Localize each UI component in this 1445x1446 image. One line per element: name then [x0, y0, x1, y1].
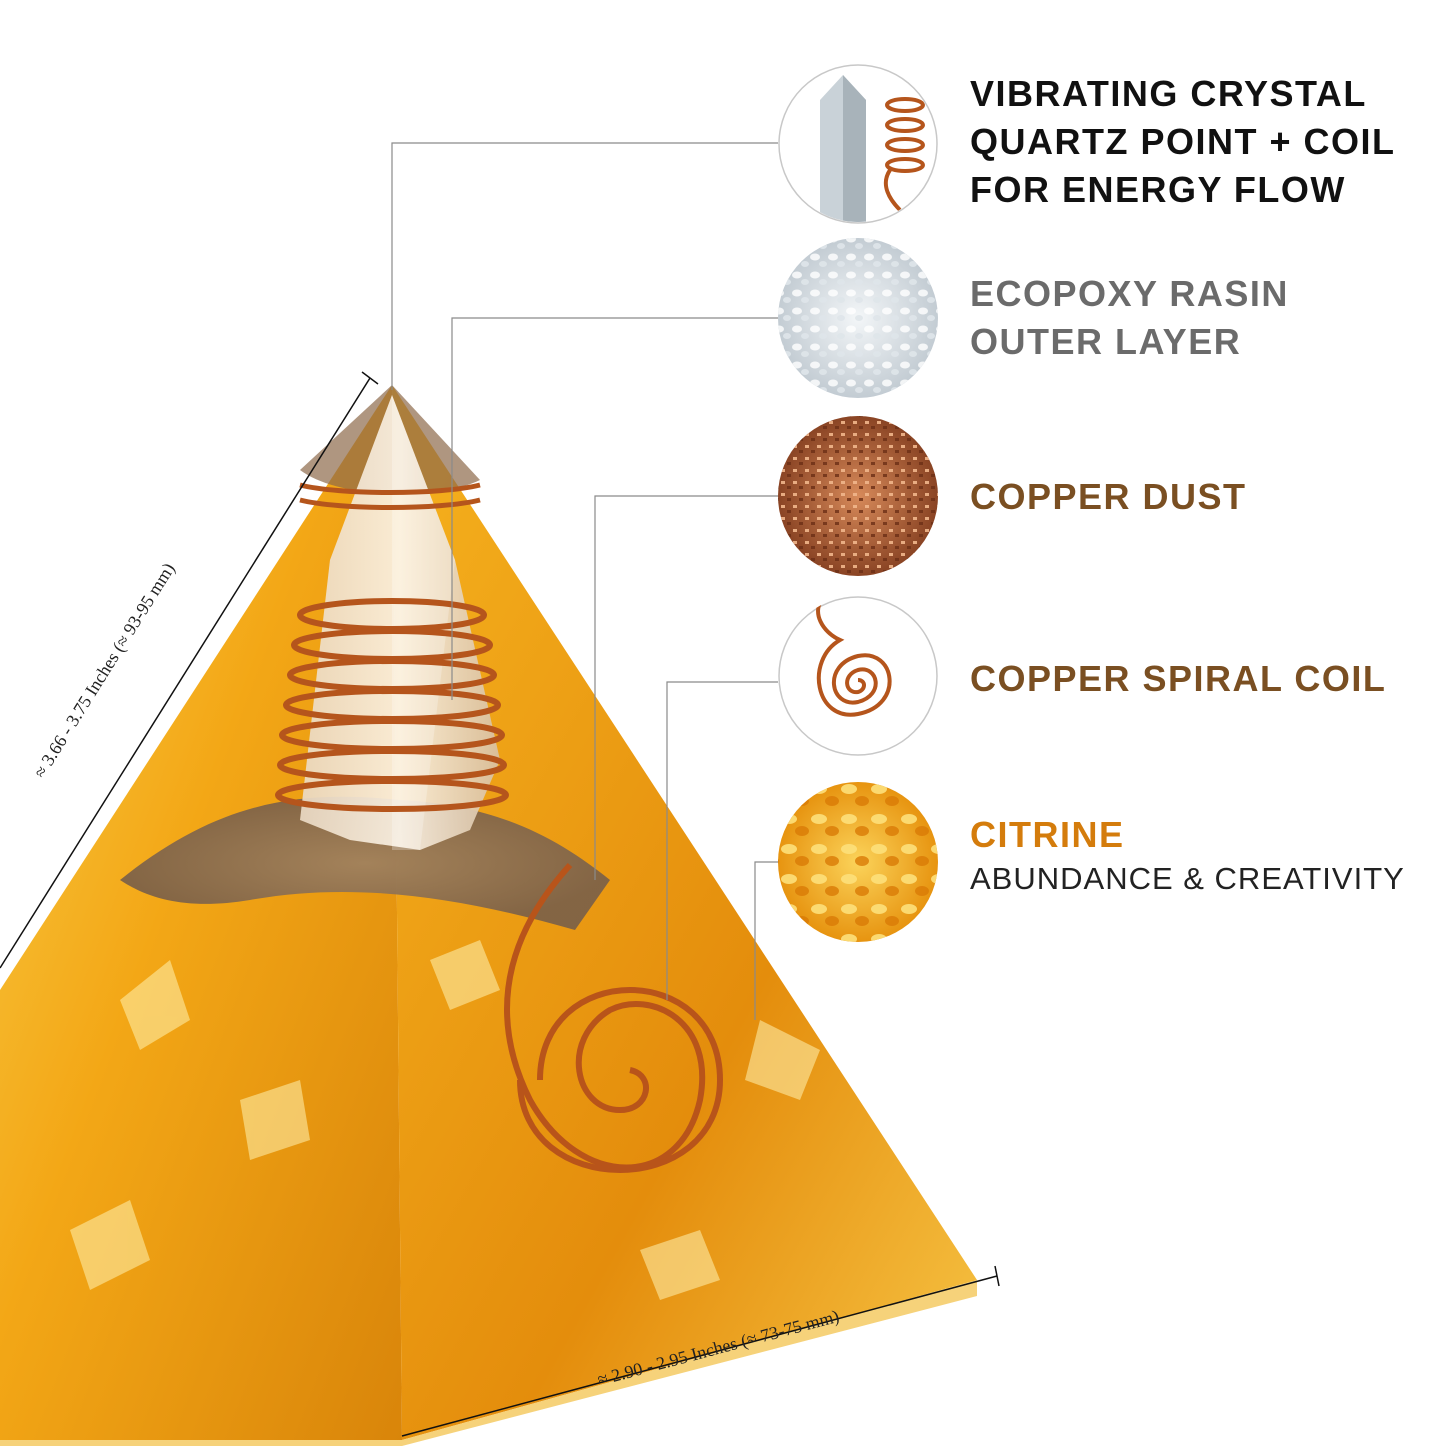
- feature-label-line: CITRINE: [970, 814, 1125, 855]
- feature-label-line: ECOPOXY RASIN: [970, 273, 1289, 314]
- swatch-copper-spiral: [778, 596, 938, 756]
- feature-label-line: OUTER LAYER: [970, 321, 1242, 362]
- height-dimension-line: [0, 371, 379, 969]
- swatch-copper-dust: [778, 416, 938, 576]
- feature-label-line: FOR ENERGY FLOW: [970, 169, 1346, 210]
- leader-lines: [391, 142, 778, 1020]
- quartz-coil: [275, 482, 509, 812]
- citrine-glints: [70, 940, 820, 1300]
- feature-label-citrine: CITRINE ABUNDANCE & CREATIVITY: [970, 811, 1405, 899]
- swatch-quartz-point-coil: [778, 64, 938, 224]
- feature-label-resin: ECOPOXY RASIN OUTER LAYER: [970, 270, 1289, 366]
- feature-label-copper-spiral: COPPER SPIRAL COIL: [970, 655, 1386, 703]
- base-dimension-line: [401, 1265, 1000, 1437]
- copper-spiral: [504, 862, 724, 1173]
- feature-subtitle: ABUNDANCE & CREATIVITY: [970, 861, 1405, 896]
- orgone-pyramid: [0, 385, 977, 1446]
- feature-label-line: VIBRATING CRYSTAL: [970, 73, 1367, 114]
- feature-label-quartz: VIBRATING CRYSTAL QUARTZ POINT + COIL FO…: [970, 70, 1396, 214]
- feature-label-line: QUARTZ POINT + COIL: [970, 121, 1396, 162]
- swatch-resin-granules: [778, 238, 938, 398]
- pyramid-right-face: [392, 385, 977, 1440]
- swatch-citrine-chips: [778, 782, 938, 942]
- feature-label-line: COPPER DUST: [970, 476, 1247, 517]
- feature-label-copper-dust: COPPER DUST: [970, 473, 1247, 521]
- feature-label-line: COPPER SPIRAL COIL: [970, 658, 1387, 699]
- copper-dust-layer: [120, 796, 610, 930]
